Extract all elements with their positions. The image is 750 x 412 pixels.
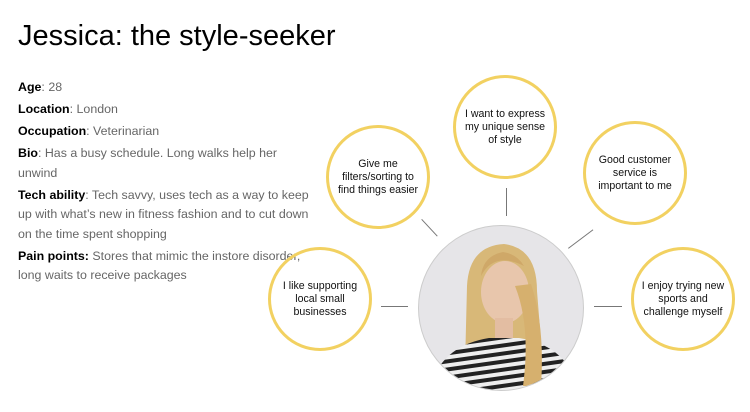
page-title: Jessica: the style-seeker — [18, 20, 336, 52]
info-age: Age: 28 — [18, 80, 63, 94]
connector-line — [506, 188, 507, 216]
bubble-upper-right: Good customer service is important to me — [583, 121, 687, 225]
bubble-lower-right: I enjoy trying new sports and challenge … — [631, 247, 735, 351]
bubble-top: I want to express my unique sense of sty… — [453, 75, 557, 179]
connector-line — [568, 229, 594, 249]
connector-line — [594, 306, 622, 307]
persona-portrait-illustration — [429, 244, 579, 390]
bubble-upper-left: Give me filters/sorting to find things e… — [326, 125, 430, 229]
bubble-lower-left: I like supporting local small businesses — [268, 247, 372, 351]
info-occupation: Occupation: Veterinarian — [18, 124, 160, 138]
persona-info: Age: 28 Location: London Occupation: Vet… — [18, 78, 310, 288]
connector-line — [381, 306, 408, 307]
info-bio: Bio: Has a busy schedule. Long walks hel… — [18, 146, 277, 180]
info-location: Location: London — [18, 102, 118, 116]
info-pain-points: Pain points: Stores that mimic the insto… — [18, 248, 301, 283]
persona-photo — [418, 225, 584, 391]
info-tech-ability: Tech ability: Tech savvy, uses tech as a… — [18, 187, 309, 241]
connector-line — [421, 219, 438, 237]
